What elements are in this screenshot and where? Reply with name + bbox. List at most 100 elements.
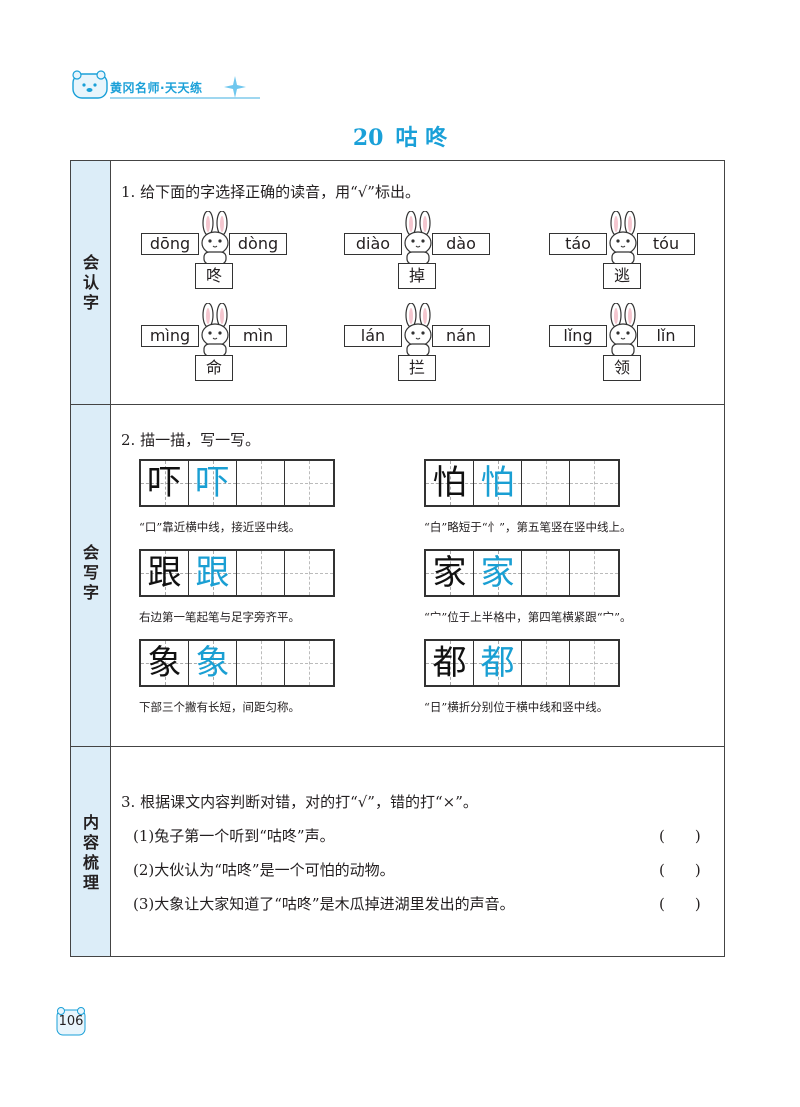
writing-tip: “口”靠近横中线，接近竖中线。 — [139, 520, 301, 534]
lesson-title: 20 咕 咚 — [0, 120, 800, 152]
model-character: 都 — [432, 643, 467, 683]
pinyin-option-left[interactable]: táo — [549, 233, 607, 255]
writing-cell[interactable] — [522, 551, 570, 595]
writing-grid: 吓吓 — [139, 459, 335, 507]
writing-tip: “日”横折分别位于横中线和竖中线。 — [424, 700, 609, 714]
trace-character: 象 — [195, 643, 230, 683]
rabbit-icon — [195, 302, 235, 359]
trace-character-cell[interactable]: 象 — [189, 641, 237, 685]
answer-blank[interactable]: ( ) — [659, 861, 701, 879]
writing-cell[interactable] — [285, 551, 333, 595]
model-character: 象 — [147, 643, 182, 683]
pinyin-option-left[interactable]: dōng — [141, 233, 199, 255]
answer-blank[interactable]: ( ) — [659, 827, 701, 845]
trace-character: 跟 — [195, 553, 230, 593]
pinyin-option-right[interactable]: dào — [432, 233, 490, 255]
writing-cell[interactable] — [522, 461, 570, 505]
writing-cell[interactable] — [570, 641, 618, 685]
pinyin-group: táo tóu 逃 — [549, 210, 709, 313]
model-character: 跟 — [147, 553, 182, 593]
pinyin-option-right[interactable]: nán — [432, 325, 490, 347]
writing-grid: 都都 — [424, 639, 620, 687]
model-character-cell: 都 — [426, 641, 474, 685]
writing-tip: “白”略短于“忄”，第五笔竖在竖中线上。 — [424, 520, 632, 534]
lesson-name: 咕 咚 — [395, 125, 448, 151]
pinyin-option-left[interactable]: mìng — [141, 325, 199, 347]
trace-character: 怕 — [480, 463, 515, 503]
writing-grid: 象象 — [139, 639, 335, 687]
rabbit-icon — [398, 302, 438, 359]
rabbit-icon — [603, 302, 643, 359]
model-character: 家 — [432, 553, 467, 593]
character-box: 逃 — [603, 263, 641, 289]
pinyin-option-right[interactable]: mìn — [229, 325, 287, 347]
answer-blank[interactable]: ( ) — [659, 895, 701, 913]
model-character-cell: 家 — [426, 551, 474, 595]
pinyin-group: lǐng lǐn 领 — [549, 302, 709, 405]
pinyin-option-left[interactable]: diào — [344, 233, 402, 255]
page-number-badge-icon — [56, 1007, 86, 1036]
pinyin-option-right[interactable]: tóu — [637, 233, 695, 255]
writing-cell[interactable] — [522, 641, 570, 685]
trace-character: 家 — [480, 553, 515, 593]
writing-cell[interactable] — [285, 461, 333, 505]
trace-character: 都 — [480, 643, 515, 683]
trace-character-cell[interactable]: 怕 — [474, 461, 522, 505]
rabbit-icon — [398, 210, 438, 267]
trace-character: 吓 — [195, 463, 230, 503]
pinyin-group: lán nán 拦 — [344, 302, 504, 405]
q3-item-2: (2)大伙认为“咕咚”是一个可怕的动物。 — [133, 861, 395, 879]
pinyin-group: dōng dòng 咚 — [141, 210, 301, 313]
character-box: 拦 — [398, 355, 436, 381]
lesson-number: 20 — [352, 125, 384, 151]
writing-cell[interactable] — [237, 641, 285, 685]
character-box: 咚 — [195, 263, 233, 289]
q3-item-1: (1)兔子第一个听到“咕咚”声。 — [133, 827, 335, 845]
section-label-content: 内 容 梳 理 — [82, 813, 99, 892]
q3-prompt: 3. 根据课文内容判断对错，对的打“√”，错的打“×”。 — [121, 793, 478, 811]
trace-character-cell[interactable]: 吓 — [189, 461, 237, 505]
brand-label: 黄冈名师·天天练 — [110, 81, 203, 95]
pinyin-option-right[interactable]: lǐn — [637, 325, 695, 347]
pinyin-option-left[interactable]: lǐng — [549, 325, 607, 347]
character-box: 掉 — [398, 263, 436, 289]
writing-cell[interactable] — [237, 551, 285, 595]
section-label-write: 会 写 字 — [82, 543, 99, 602]
model-character: 怕 — [432, 463, 467, 503]
pinyin-option-right[interactable]: dòng — [229, 233, 287, 255]
writing-tip: 下部三个撇有长短，间距匀称。 — [139, 700, 300, 714]
page-header: 黄冈名师·天天练 — [70, 70, 270, 104]
page-number: 106 — [58, 1014, 84, 1029]
writing-cell[interactable] — [570, 461, 618, 505]
writing-grid: 家家 — [424, 549, 620, 597]
q1-prompt: 1. 给下面的字选择正确的读音，用“√”标出。 — [121, 183, 420, 201]
trace-character-cell[interactable]: 家 — [474, 551, 522, 595]
q2-prompt: 2. 描一描，写一写。 — [121, 431, 261, 449]
model-character-cell: 跟 — [141, 551, 189, 595]
q3-item-3: (3)大象让大家知道了“咕咚”是木瓜掉进湖里发出的声音。 — [133, 895, 515, 913]
star-sparkle-icon — [224, 76, 246, 98]
model-character: 吓 — [147, 463, 182, 503]
character-box: 领 — [603, 355, 641, 381]
writing-cell[interactable] — [285, 641, 333, 685]
writing-grid: 跟跟 — [139, 549, 335, 597]
trace-character-cell[interactable]: 都 — [474, 641, 522, 685]
bear-mascot-icon — [72, 70, 108, 99]
header-underline — [110, 97, 260, 99]
trace-character-cell[interactable]: 跟 — [189, 551, 237, 595]
writing-cell[interactable] — [237, 461, 285, 505]
model-character-cell: 吓 — [141, 461, 189, 505]
writing-cell[interactable] — [570, 551, 618, 595]
pinyin-option-left[interactable]: lán — [344, 325, 402, 347]
exercise-frame: 会 认 字 会 写 字 内 容 梳 理 1. 给下面的字选择正确的读音，用“√”… — [70, 160, 725, 957]
section-sidebar — [71, 161, 111, 956]
rabbit-icon — [603, 210, 643, 267]
section-divider — [71, 404, 724, 405]
model-character-cell: 怕 — [426, 461, 474, 505]
model-character-cell: 象 — [141, 641, 189, 685]
writing-grid: 怕怕 — [424, 459, 620, 507]
section-label-recognize: 会 认 字 — [82, 253, 99, 312]
rabbit-icon — [195, 210, 235, 267]
section-divider — [71, 746, 724, 747]
